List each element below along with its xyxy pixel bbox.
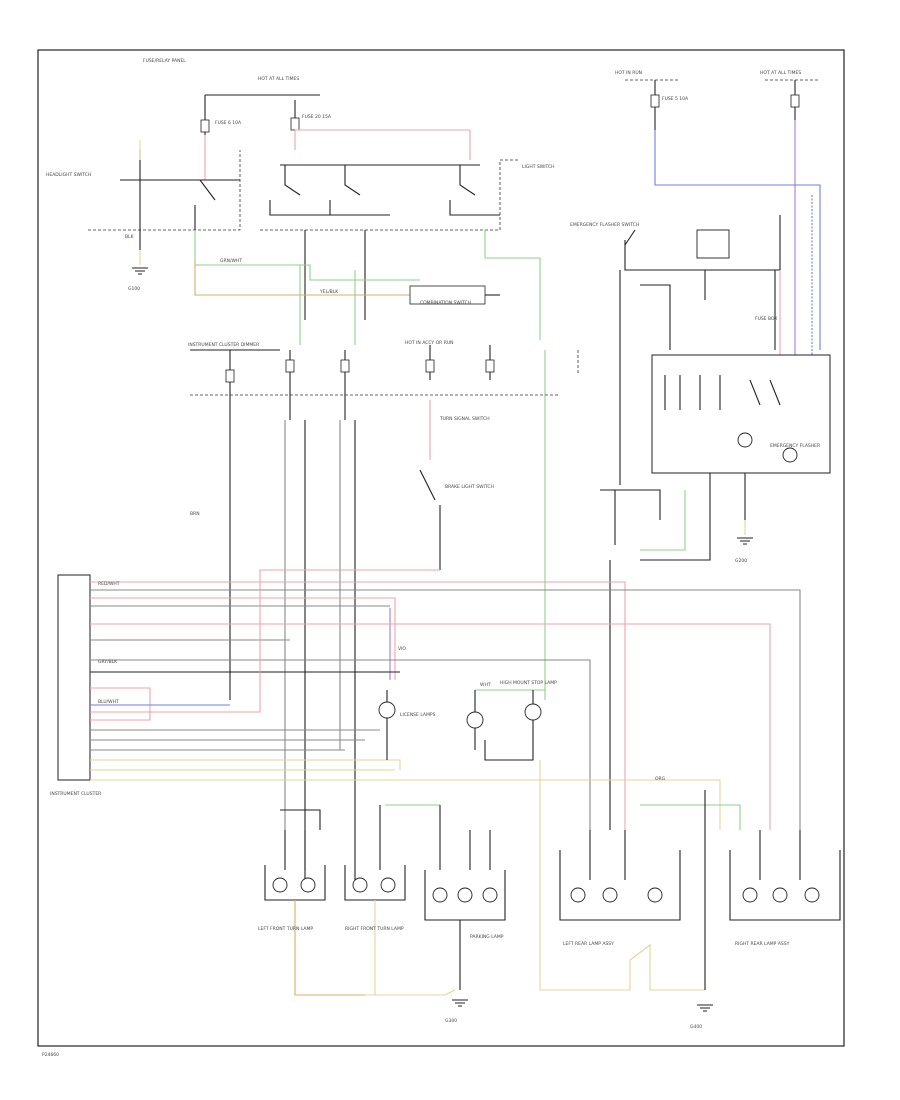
label-flasher: EMERGENCY FLASHER (770, 443, 820, 449)
label-fuse-panel-left: FUSE/RELAY PANEL (143, 58, 186, 64)
label-rh-rear: RIGHT REAR LAMP ASSY (735, 941, 790, 947)
label-hazard-switch: EMERGENCY FLASHER SWITCH (570, 222, 639, 228)
footer-code: P24660 (42, 1052, 59, 1058)
label-fuse-f3: FUSE 5 10A (662, 96, 689, 102)
label-brake-switch: BRAKE LIGHT SWITCH (445, 484, 494, 490)
wire-label-gry: GRY/BLK (98, 659, 118, 665)
wire-label-brn: BRN (190, 511, 200, 517)
label-fuse-f1: FUSE 6 10A (215, 120, 242, 126)
wire-label-vio: VIO (398, 646, 406, 652)
label-pass-brake: PARKING LAMP (470, 934, 504, 940)
label-lh-front: LEFT FRONT TURN LAMP (258, 926, 313, 932)
label-hot-all-times-2: HOT AT ALL TIMES (760, 70, 801, 76)
label-ground-g4: G400 (690, 1024, 702, 1030)
diagram-frame (37, 49, 845, 1047)
wire-label-blk: BLK (125, 234, 135, 240)
label-ground-g2: G200 (735, 558, 747, 564)
label-hot-in-run: HOT IN RUN (615, 70, 642, 76)
wire-label-org: ORG (655, 776, 666, 782)
wire-label-blu: BLU/WHT (98, 699, 119, 705)
wire-label-red: RED/WHT (98, 581, 120, 587)
label-fuse-f2: FUSE 20 15A (302, 114, 332, 120)
label-turn-signal-switch: TURN SIGNAL SWITCH (439, 416, 490, 422)
label-hot-in-accy: HOT IN ACCY OR RUN (405, 340, 454, 346)
label-instrument-cluster: INSTRUMENT CLUSTER (50, 791, 101, 797)
wire-label-wht: WHT (480, 682, 491, 688)
label-center-brake: HIGH MOUNT STOP LAMP (500, 680, 557, 686)
label-combination-switch: COMBINATION SWITCH (420, 300, 471, 306)
mid-fuses (190, 345, 579, 890)
label-ground-g1: G100 (128, 286, 140, 292)
label-headlight-switch: HEADLIGHT SWITCH (46, 172, 91, 178)
top-right-section (600, 79, 831, 830)
label-license-lamps: LICENSE LAMPS (400, 712, 436, 718)
label-fuse-box: FUSE BOX (755, 316, 777, 322)
label-ground-g3: G300 (445, 1018, 457, 1024)
wire-label-yel: YEL/BLK (319, 289, 339, 295)
label-hot-all-times-1: HOT AT ALL TIMES (258, 76, 299, 82)
label-dimmer: INSTRUMENT CLUSTER DIMMER (188, 342, 259, 348)
label-rh-front: RIGHT FRONT TURN LAMP (345, 926, 404, 932)
label-light-switch: LIGHT SWITCH (522, 164, 555, 170)
label-lh-rear: LEFT REAR LAMP ASSY (563, 941, 614, 947)
labels: FUSE/RELAY PANEL HOT AT ALL TIMES HOT IN… (42, 58, 820, 1058)
top-left-section (88, 94, 541, 345)
instrument-cluster-connector (57, 569, 801, 830)
middle-lamps (378, 689, 545, 990)
wire-label-grn: GRN/WHT (220, 258, 242, 264)
lower-lamps (264, 790, 841, 1012)
